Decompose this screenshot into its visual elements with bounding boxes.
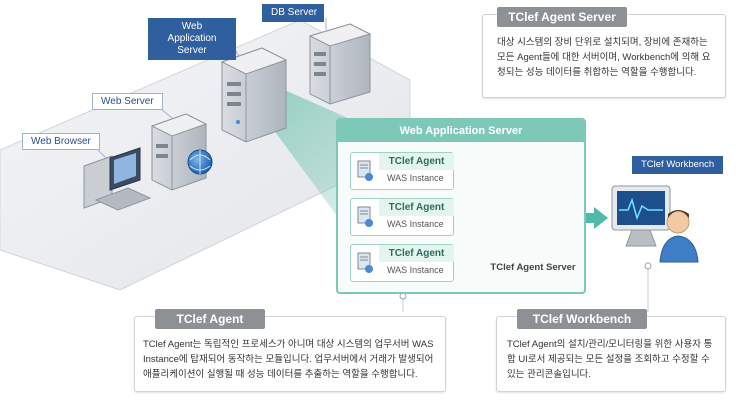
agent-instance: WAS Instance bbox=[387, 173, 444, 183]
workbench-panel-body: TClef Agent의 설치/관리/모니터링을 위한 사용자 통합 UI로서 … bbox=[507, 339, 713, 380]
agent-instance: WAS Instance bbox=[387, 265, 444, 275]
agent-name: TClef Agent bbox=[379, 153, 454, 170]
workbench-panel: TClef Workbench TClef Agent의 설치/관리/모니터링을… bbox=[496, 309, 726, 392]
agent-server-panel-body: 대상 시스템의 장비 단위로 설치되며, 장비에 존재하는 모든 Agent들에… bbox=[497, 37, 711, 78]
web-browser-tag: Web Browser bbox=[22, 133, 100, 150]
workbench-arrow bbox=[570, 207, 608, 229]
agent-name: TClef Agent bbox=[379, 199, 454, 216]
agent-panel-body: TClef Agent는 독립적인 프로세스가 아니며 대상 시스템의 업무서버… bbox=[143, 339, 434, 380]
agent-server-panel-title: TClef Agent Server bbox=[497, 7, 627, 27]
agent-card: TClef Agent WAS Instance bbox=[350, 198, 454, 236]
agent-panel-title: TClef Agent bbox=[155, 309, 265, 329]
agent-panel: TClef Agent TClef Agent는 독립적인 프로세스가 아니며 … bbox=[134, 309, 446, 392]
was-box: Web Application Server TClef Agent WAS I… bbox=[336, 118, 586, 294]
browser-pc-icon bbox=[83, 147, 152, 211]
agent-card: TClef Agent WAS Instance bbox=[350, 244, 454, 282]
db-server-icon bbox=[308, 23, 372, 105]
agent-server-panel: TClef Agent Server 대상 시스템의 장비 단위로 설치되며, … bbox=[482, 7, 726, 98]
user-icon bbox=[659, 210, 699, 263]
db-server-tag: DB Server bbox=[262, 4, 324, 22]
agent-instance: WAS Instance bbox=[387, 219, 444, 229]
workbench-monitor-icon bbox=[611, 185, 671, 247]
agent-server-label: TClef Agent Server bbox=[490, 262, 576, 273]
was-box-title: Web Application Server bbox=[338, 120, 584, 142]
document-gear-icon bbox=[357, 206, 373, 227]
tclef-workbench-tag: TClef Workbench bbox=[632, 156, 724, 174]
workbench-panel-title: TClef Workbench bbox=[517, 309, 647, 329]
document-gear-icon bbox=[357, 252, 373, 273]
agent-name: TClef Agent bbox=[379, 245, 454, 262]
web-application-server-tag: Web Application Server bbox=[148, 18, 236, 60]
agent-card: TClef Agent WAS Instance bbox=[350, 152, 454, 190]
was-server-icon bbox=[220, 47, 288, 143]
web-server-tag: Web Server bbox=[92, 93, 163, 110]
document-gear-icon bbox=[357, 160, 373, 181]
